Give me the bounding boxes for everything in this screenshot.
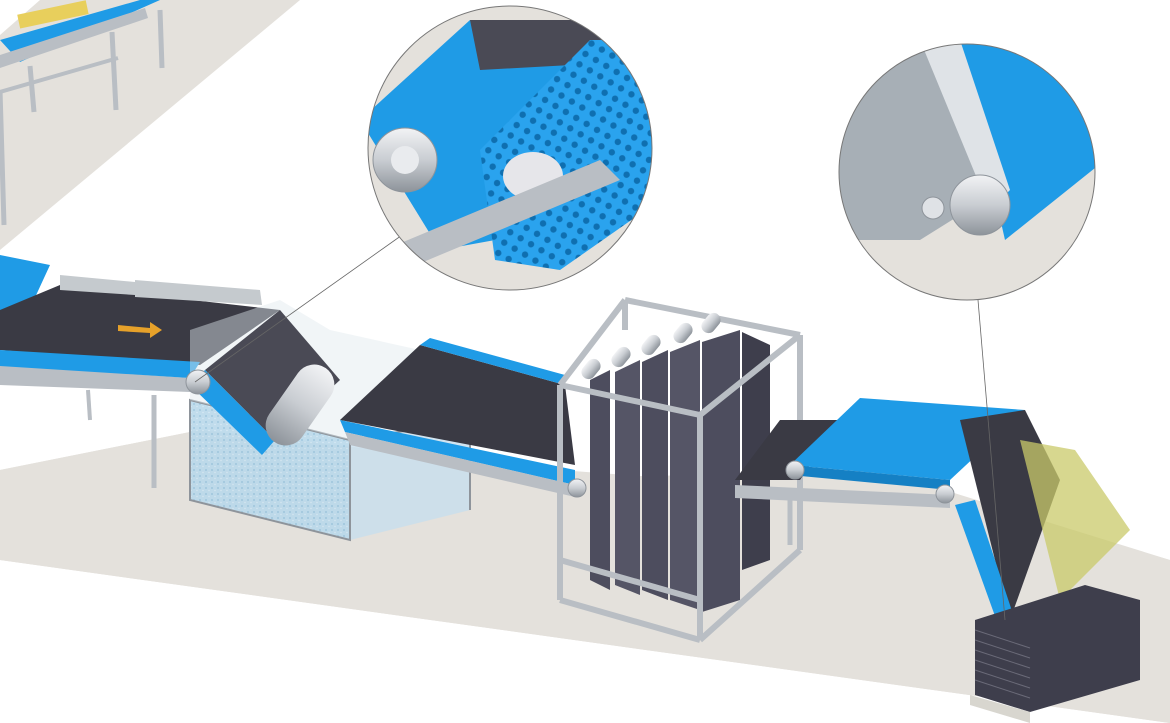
stacker xyxy=(955,410,1140,723)
zoom-detail-mesh-belt xyxy=(367,5,653,291)
upper-conveyor xyxy=(0,0,165,226)
sheet-stack xyxy=(970,585,1140,723)
direction-arrow-icon xyxy=(118,322,162,338)
zoom-detail-roller-bearing xyxy=(838,43,1096,301)
outfeed-conveyor xyxy=(735,398,1025,545)
rack-rollers xyxy=(581,312,721,380)
leader-line xyxy=(194,227,413,383)
dip-belt xyxy=(185,310,340,455)
product-box xyxy=(17,0,89,29)
incline-conveyor xyxy=(0,255,280,488)
tilt-hood xyxy=(1020,440,1130,600)
middle-conveyor xyxy=(340,338,587,498)
rack-dryer xyxy=(557,297,803,643)
leader-line xyxy=(977,299,1006,621)
squeeze-roller xyxy=(265,364,335,446)
pallet xyxy=(970,695,1030,723)
